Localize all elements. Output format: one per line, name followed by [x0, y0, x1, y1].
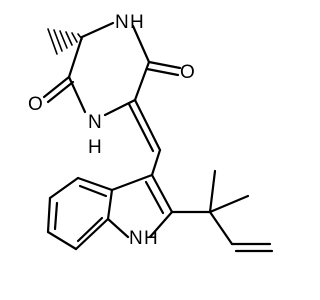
bond-ntop-ccarbonyl-right [131, 24, 151, 64]
bond-c3a-c4 [76, 176, 114, 192]
bond-carbonyl-right-2 [145, 67, 180, 77]
bond-ccarbonyl-left-calpha [67, 35, 84, 79]
bond-ccarbonyl-right-cylidene [133, 60, 151, 102]
atom-n-amide-top: N [115, 12, 129, 33]
bond-ylidene-1 [133, 98, 162, 152]
bond-c4-c5 [48, 176, 80, 200]
molecule-structure-diagram: N H O O N H N H [28, 12, 274, 253]
atom-labels: N H O O N H N H [28, 12, 195, 249]
bond-carbonyl-right-1 [147, 60, 182, 70]
bond-c7-c7a [74, 217, 110, 251]
atom-n-indole: N [129, 228, 143, 249]
atom-o-carbonyl-left: O [28, 94, 43, 115]
bonds [42, 21, 274, 253]
bond-cq-methyl-up [208, 169, 217, 214]
bond-calpha-ntop [80, 21, 115, 39]
bond-c2-nindole [148, 210, 174, 239]
atom-h-amide-left: H [88, 137, 102, 158]
bond-c3-c3a [110, 173, 154, 192]
bond-c7-c7a-inner [76, 216, 104, 243]
bond-methine-c3 [150, 148, 162, 177]
bond-c3a-c4-inner [78, 184, 108, 198]
bond-cq-vinyl [208, 210, 234, 246]
bond-methyl-hashed [47, 28, 83, 55]
atom-o-carbonyl-right: O [180, 62, 195, 83]
bond-carbonyl-left-1 [42, 75, 71, 99]
bond-c6-c7 [46, 230, 78, 251]
bond-cq-methyl-right [208, 194, 250, 214]
atom-h-amide-top: H [130, 12, 144, 33]
bond-c7a-c3a [106, 188, 114, 221]
bond-c5-c6 [46, 196, 52, 234]
bond-c5-c6-inner [53, 201, 59, 231]
bond-carbonyl-left-2 [46, 80, 75, 104]
bond-c3-c2-1 [150, 173, 174, 214]
bond-nindole-c7a [106, 217, 130, 239]
atom-h-indole: H [144, 228, 158, 249]
bond-c3-c2-2 [144, 180, 165, 215]
atom-n-amide-left: N [88, 112, 102, 133]
bond-cylidene-nleft [103, 98, 137, 117]
bond-ylidene-2 [127, 102, 155, 153]
